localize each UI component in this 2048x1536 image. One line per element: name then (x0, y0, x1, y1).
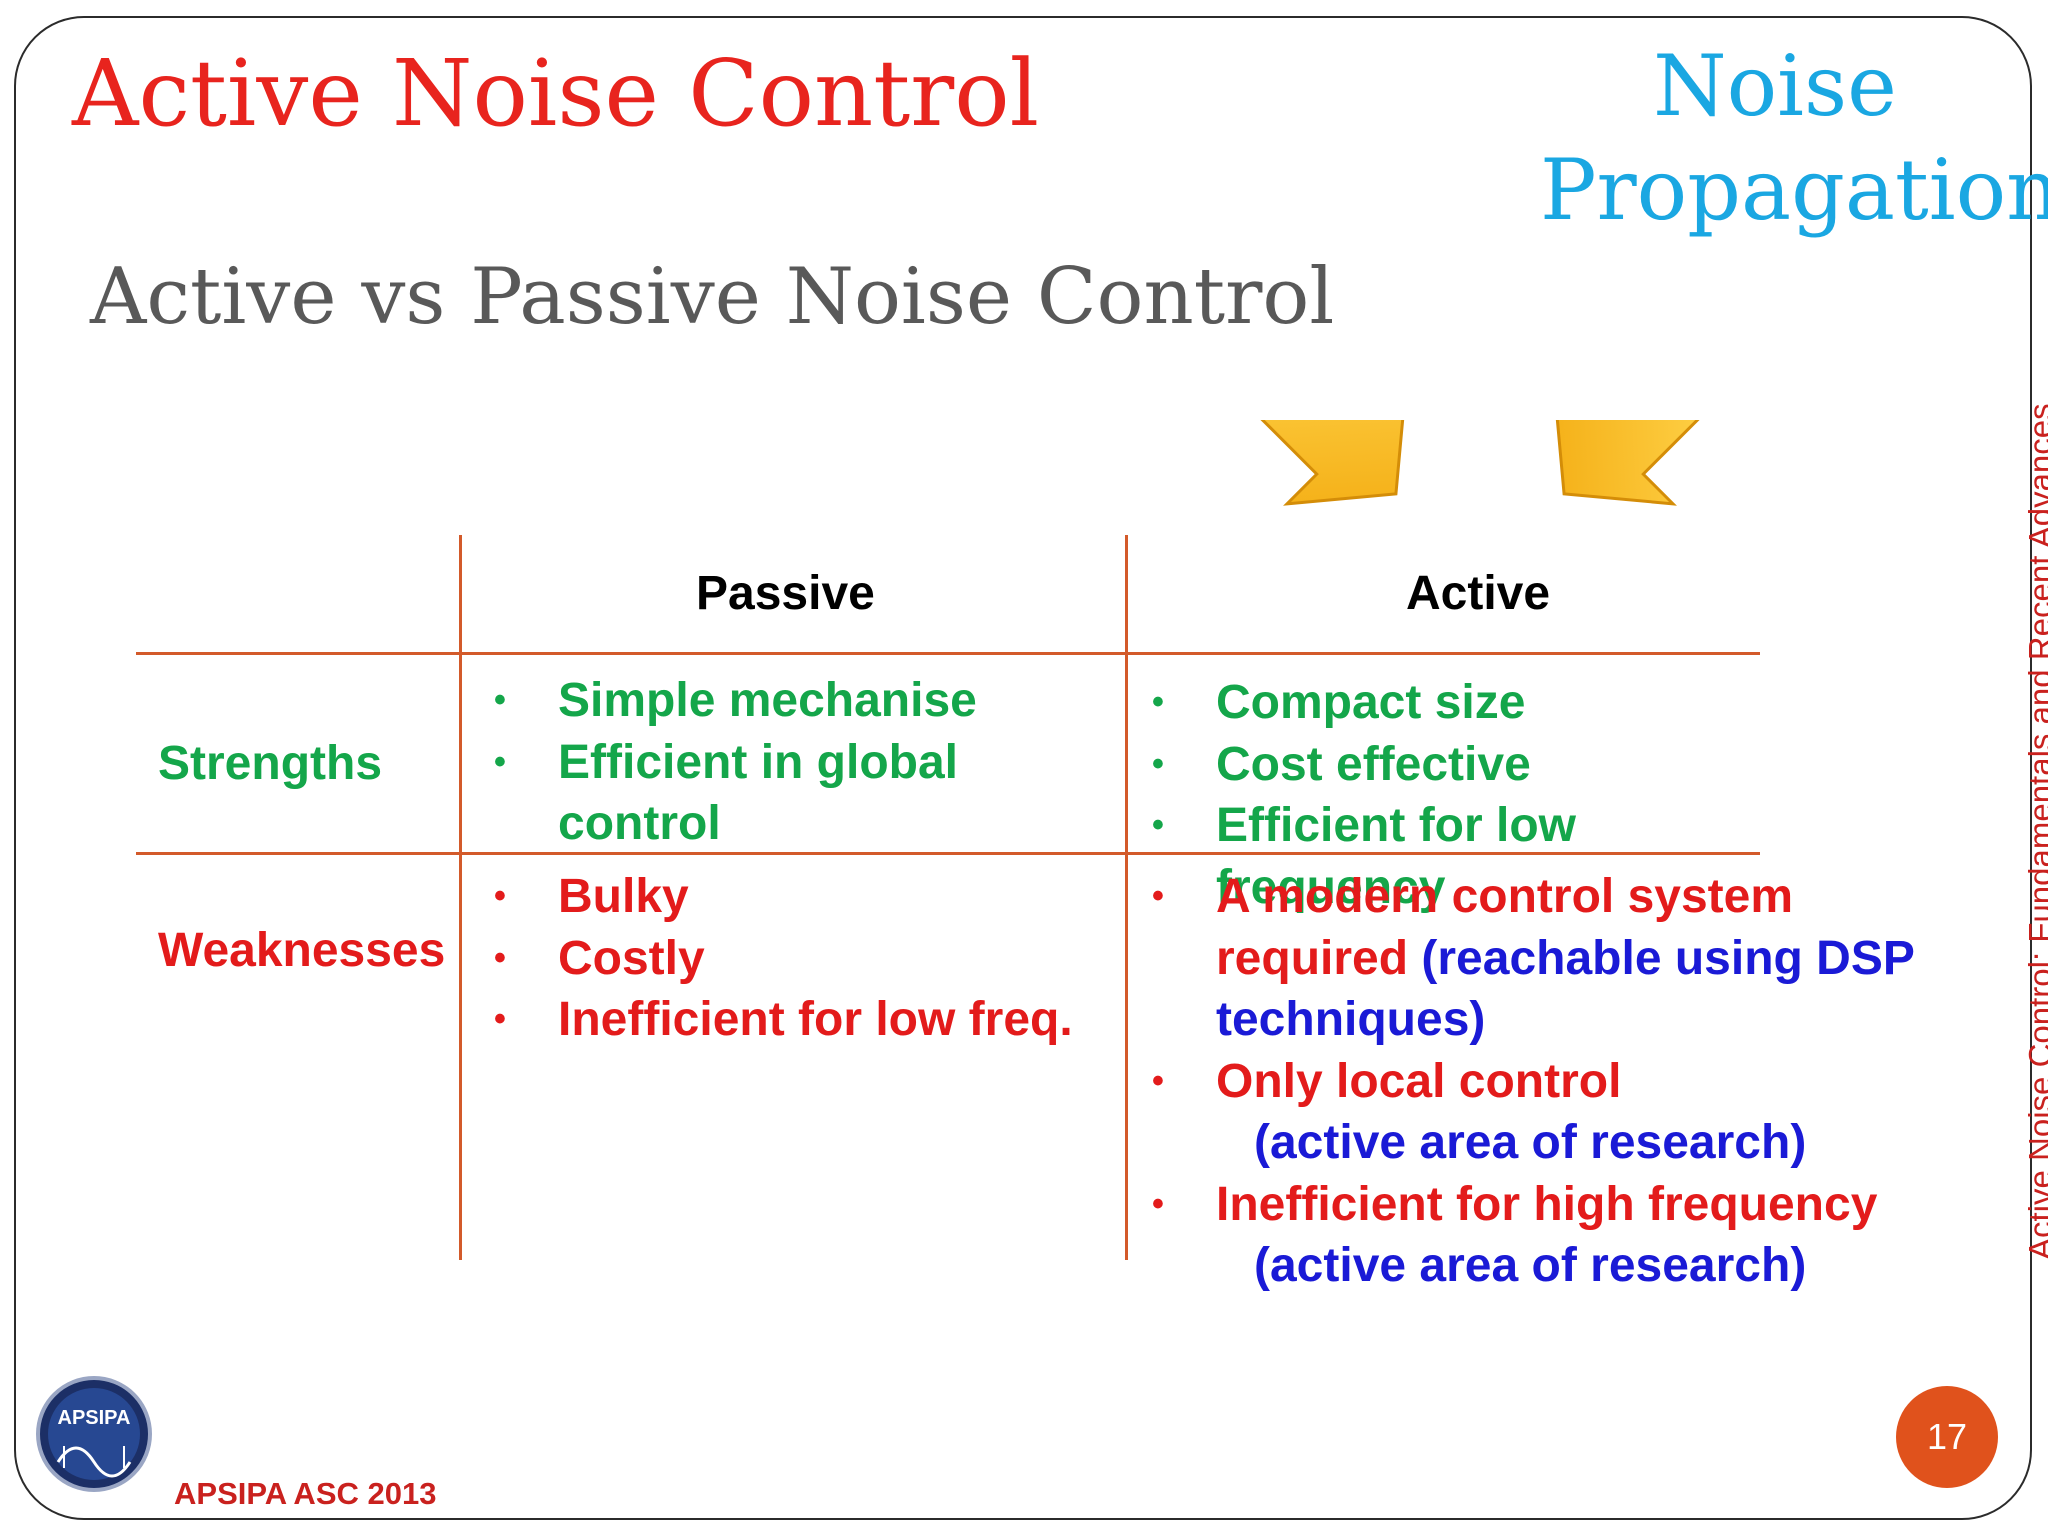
weaknesses-passive-list: •Bulky •Costly •Inefficient for low freq… (490, 866, 1130, 1051)
weaknesses-active-list: •A modern control system required (reach… (1148, 866, 1968, 1297)
row-label-strengths: Strengths (158, 737, 383, 790)
table-divider (1125, 535, 1128, 1260)
column-header-passive: Passive (696, 567, 875, 620)
list-item: •Simple mechanise (494, 674, 977, 727)
table-divider (459, 535, 462, 1260)
slide-subtitle: Active vs Passive Noise Control (90, 252, 1335, 342)
slide-title: Active Noise Control (72, 40, 1040, 147)
logo-text: APSIPA (58, 1407, 131, 1429)
list-item: •Inefficient for high frequency(active a… (1152, 1177, 1878, 1293)
strengths-passive-list: •Simple mechanise •Efficient in global c… (490, 670, 1050, 855)
list-item: •Efficient for low frequency (1152, 799, 1576, 914)
list-item: •Efficient in global control (494, 735, 959, 851)
footer-text: APSIPA ASC 2013 (174, 1476, 437, 1511)
table-divider (136, 852, 1760, 855)
list-item: •Cost effective (1152, 737, 1531, 791)
list-item: •Only local control(active area of resea… (1152, 1054, 1807, 1170)
page-number-badge: 17 (1896, 1386, 1998, 1488)
strengths-active-list: •Compact size •Cost effective •Efficient… (1148, 672, 1708, 918)
slide-frame (14, 16, 2032, 1520)
section-title-line-2: Propagation (1540, 141, 2048, 239)
row-label-weaknesses: Weaknesses (158, 924, 446, 977)
section-title: Noise Propagation (1540, 34, 2048, 242)
list-item: •Inefficient for low freq. (494, 993, 1073, 1046)
yellow-arrow-icon (1228, 420, 1457, 555)
list-item: •Compact size (1152, 676, 1526, 729)
yellow-arrow-icon (1503, 420, 1732, 555)
column-header-active: Active (1406, 567, 1551, 620)
vertical-side-text: Active Noise Control: Fundamentals and R… (2022, 403, 2048, 1260)
section-title-line-1: Noise (1653, 37, 1897, 135)
table-divider (136, 652, 1760, 655)
list-item: •A modern control system required (reach… (1152, 870, 1914, 1046)
apsipa-logo: APSIPA (36, 1376, 152, 1492)
list-item: •Bulky (494, 870, 689, 923)
list-item: •Costly (494, 931, 705, 985)
